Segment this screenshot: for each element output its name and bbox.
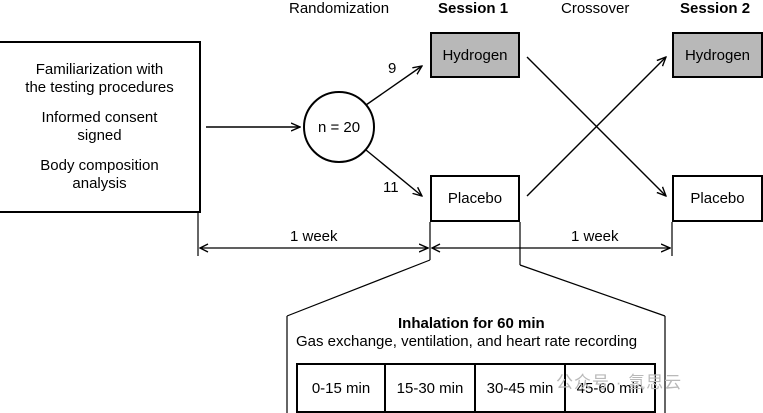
arrow-to-hydrogen-s1 — [365, 66, 422, 106]
left-box-line-1: Familiarization with — [35, 61, 164, 78]
session1-placebo-box: Placebo — [430, 175, 520, 222]
time-segment-2-label: 15-30 min — [396, 379, 464, 397]
session2-hydrogen-label: Hydrogen — [684, 46, 751, 64]
time-segment-4: 45-60 min — [564, 363, 656, 413]
time-segment-1-label: 0-15 min — [311, 379, 371, 397]
time-segment-1: 0-15 min — [296, 363, 386, 413]
arrow-crossover-placebo-to-hydrogen — [526, 57, 666, 197]
interval-label-week2: 1 week — [571, 228, 619, 245]
zoom-line-left — [286, 259, 431, 317]
session1-hydrogen-label: Hydrogen — [442, 46, 508, 64]
zoom-line-right — [519, 264, 666, 317]
preliminary-procedures-box: Familiarization with the testing procedu… — [0, 41, 201, 213]
arrow-to-placebo-s1 — [365, 149, 422, 196]
left-box-line-6: analysis — [72, 175, 127, 192]
time-segment-2: 15-30 min — [384, 363, 476, 413]
watermark-text: 公众号 · 氢思云 — [556, 373, 683, 392]
left-box-line-3: Informed consent — [41, 109, 158, 126]
branch-count-bottom: 11 — [383, 179, 399, 196]
session1-hydrogen-box: Hydrogen — [430, 32, 520, 78]
header-session-1: Session 1 — [438, 0, 509, 17]
time-segment-4-label: 45-60 min — [576, 379, 644, 397]
header-crossover: Crossover — [561, 0, 630, 17]
time-segment-3: 30-45 min — [474, 363, 566, 413]
sample-size-label: n = 20 — [317, 118, 361, 136]
randomization-circle: n = 20 — [303, 91, 375, 163]
session2-placebo-label: Placebo — [690, 190, 745, 207]
header-session-2: Session 2 — [680, 0, 751, 17]
session2-placebo-box: Placebo — [672, 175, 763, 222]
inhalation-subtitle: Gas exchange, ventilation, and heart rat… — [296, 333, 638, 350]
left-box-line-5: Body composition — [40, 157, 159, 174]
branch-count-top: 9 — [388, 60, 397, 77]
session2-hydrogen-box: Hydrogen — [672, 32, 763, 78]
left-box-line-4: signed — [77, 127, 122, 144]
time-segment-3-label: 30-45 min — [486, 379, 554, 397]
inhalation-title: Inhalation for 60 min — [398, 315, 545, 332]
left-box-line-2: the testing procedures — [25, 79, 174, 96]
header-randomization: Randomization — [289, 0, 390, 17]
session1-placebo-label: Placebo — [447, 190, 503, 207]
interval-label-week1: 1 week — [290, 228, 338, 245]
